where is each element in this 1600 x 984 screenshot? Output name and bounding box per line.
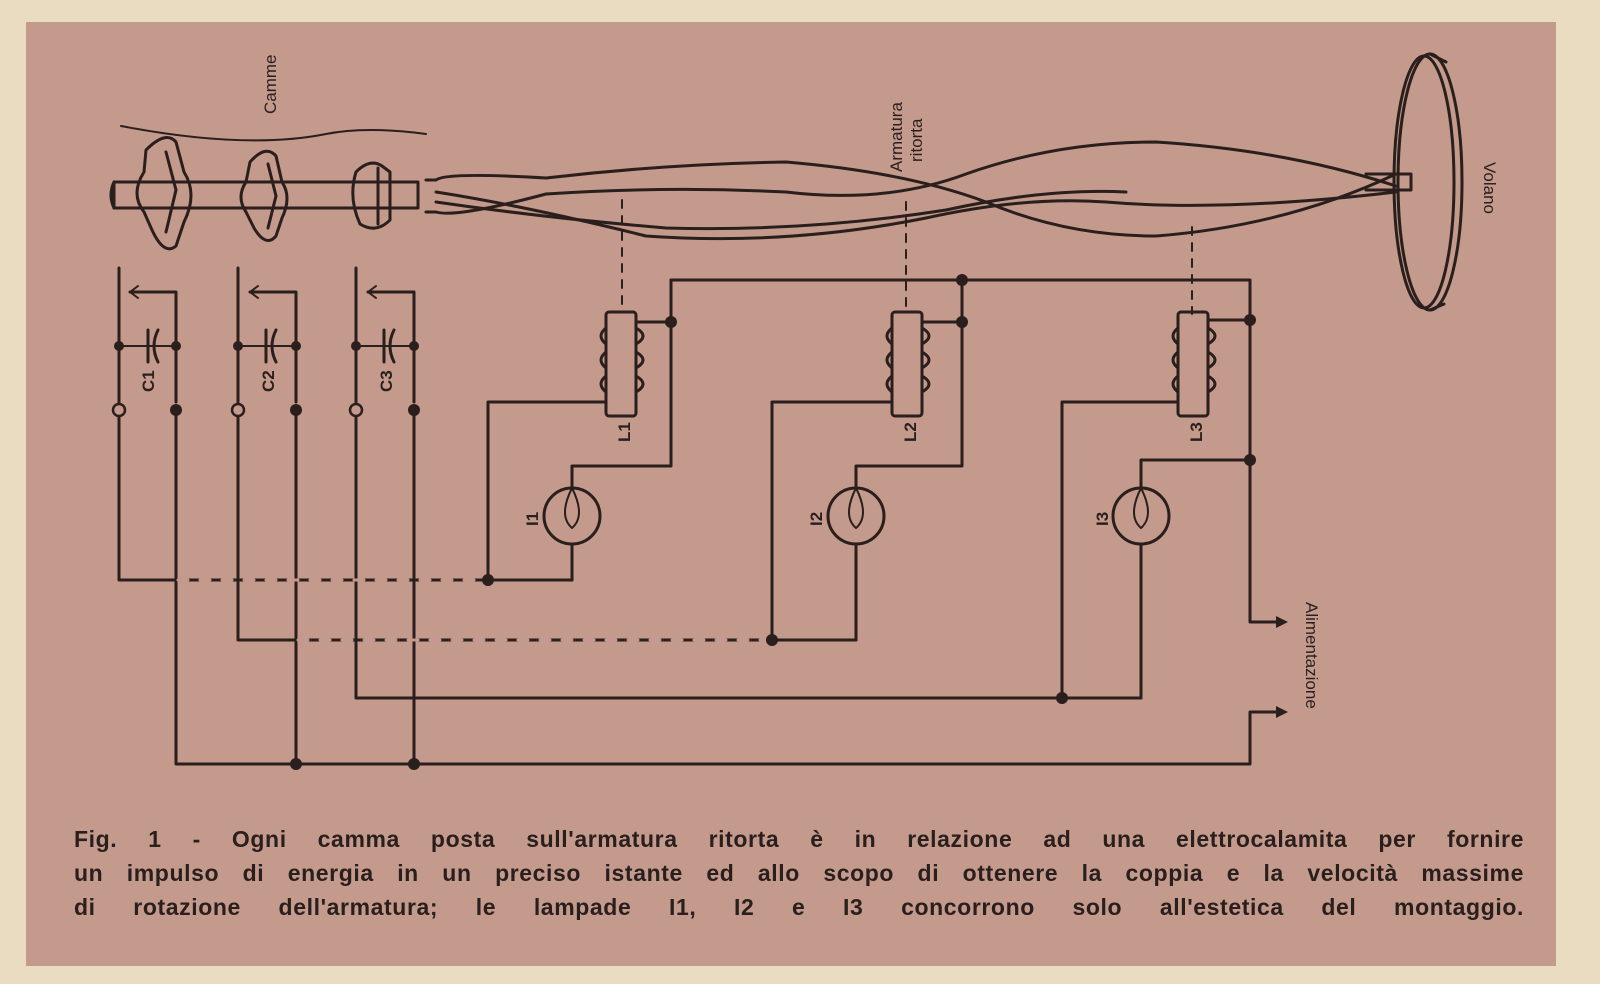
label-i1: I1 (523, 512, 542, 526)
lamp-i1 (542, 486, 602, 546)
label-l1: L1 (615, 422, 634, 442)
label-armatura: Armatura (887, 102, 906, 172)
supply-arrows (1276, 616, 1288, 718)
label-ritorta: ritorta (907, 118, 926, 162)
label-volano: Volano (1480, 162, 1499, 214)
caption-line-1: Fig. 1 - Ogni camma posta sull'armatura … (74, 826, 1524, 852)
lamp-i2 (826, 486, 886, 546)
dashed-crossings (176, 578, 772, 642)
cam-2 (239, 149, 289, 242)
label-alimentazione: Alimentazione (1302, 602, 1321, 709)
label-camme: Camme (261, 54, 280, 114)
label-c1: C1 (139, 370, 158, 392)
open-terminals (111, 402, 364, 418)
twisted-armature (424, 140, 1413, 241)
cam-3 (351, 161, 392, 230)
cam-1 (135, 136, 193, 251)
coil-l2 (885, 310, 931, 418)
coil-l3 (1171, 310, 1217, 418)
label-c2: C2 (259, 370, 278, 392)
figure-caption: Fig. 1 - Ogni camma posta sull'armatura … (74, 822, 1524, 924)
caption-line-2: un impulso di energia in un preciso ista… (74, 860, 1524, 886)
contact-c3 (354, 266, 416, 404)
label-i3: I3 (1093, 512, 1112, 526)
label-c3: C3 (377, 370, 396, 392)
label-l3: L3 (1187, 422, 1206, 442)
contact-c2 (236, 266, 298, 404)
armature-links (621, 199, 1193, 315)
lamp-i3 (1111, 486, 1171, 546)
label-l2: L2 (901, 422, 920, 442)
junction-dots (114, 274, 1256, 770)
diagram-page: Camme Armatura ritorta Volano Alimentazi… (26, 22, 1556, 966)
caption-line-3: di rotazione dell'armatura; le lampade I… (74, 894, 1524, 920)
circuit-diagram: Camme Armatura ritorta Volano Alimentazi… (109, 52, 1499, 770)
contact-c1 (117, 266, 178, 404)
cam-shaft (109, 125, 427, 210)
flywheel (1392, 52, 1464, 312)
label-i2: I2 (807, 512, 826, 526)
coil-l1 (599, 310, 645, 418)
